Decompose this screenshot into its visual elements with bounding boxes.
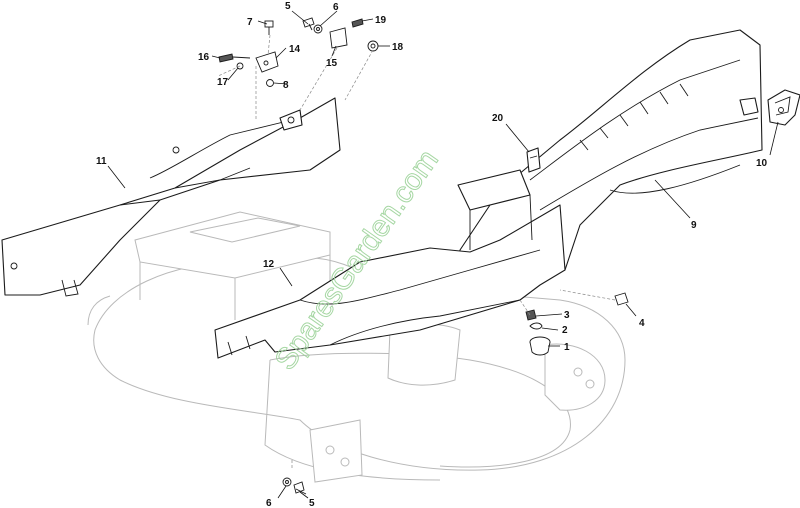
callout-3: 3 [564,310,570,321]
callout-7: 7 [247,17,253,28]
hardware-top-cluster [217,17,379,120]
clip-part-20 [526,147,541,173]
callout-6-top: 6 [333,2,339,13]
callout-1: 1 [564,342,570,353]
callout-15: 15 [326,58,338,69]
hardware-bottom-cluster [282,460,307,495]
leader-lines [107,10,779,499]
callout-20: 20 [492,113,504,124]
callout-5-top: 5 [285,1,291,12]
bracket-part-10 [767,89,800,126]
hardware-right-cluster [519,289,629,356]
callout-5-bottom: 5 [309,498,315,508]
callout-17: 17 [217,77,229,88]
duct-part-12 [214,169,566,359]
callout-16: 16 [198,52,210,63]
callout-8: 8 [283,80,289,91]
callout-2: 2 [562,325,568,336]
callout-9: 9 [691,220,697,231]
callout-11: 11 [96,156,107,167]
callout-4: 4 [639,318,645,329]
bracket-part-11 [1,97,341,297]
mower-deck-ghost [87,211,626,483]
callout-19: 19 [375,15,387,26]
callout-6-bottom: 6 [266,498,272,508]
callout-14: 14 [289,44,301,55]
callout-18: 18 [392,42,404,53]
callout-labels: 1 2 3 4 5 6 7 8 9 10 11 12 14 15 16 17 1… [96,1,768,508]
callout-10: 10 [756,158,768,169]
callout-12: 12 [263,259,275,270]
